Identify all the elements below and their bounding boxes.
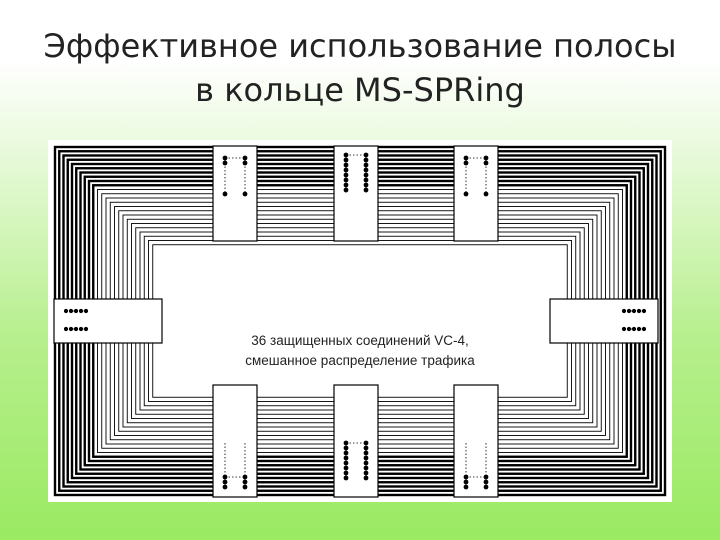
- node-port: [363, 177, 369, 183]
- node-box: [453, 384, 499, 498]
- node-port: [631, 308, 637, 314]
- node-box: [53, 298, 163, 344]
- node-port: [343, 455, 349, 461]
- node-port: [483, 160, 489, 166]
- node-port: [83, 326, 89, 332]
- node-box: [212, 384, 258, 498]
- node-port: [363, 470, 369, 476]
- node-port: [242, 191, 248, 197]
- node-port: [363, 172, 369, 178]
- node-port: [222, 479, 228, 485]
- node-port: [78, 326, 84, 332]
- node-port: [363, 152, 369, 158]
- node-port: [463, 484, 469, 490]
- node-port: [343, 157, 349, 163]
- ring-line: [139, 231, 581, 411]
- node-port: [83, 308, 89, 314]
- node-port: [343, 465, 349, 471]
- node-port: [363, 455, 369, 461]
- node-port: [343, 187, 349, 193]
- node-port: [222, 191, 228, 197]
- node-box: [549, 298, 659, 344]
- node-port: [626, 326, 632, 332]
- caption-line-2: смешанное распределение трафика: [245, 353, 475, 368]
- node-port: [621, 326, 627, 332]
- caption-line-1: 36 защищенных соединений VC-4,: [251, 333, 469, 348]
- ring-line: [152, 244, 568, 398]
- node-port: [363, 460, 369, 466]
- ring-line: [143, 235, 577, 407]
- node-port: [641, 308, 647, 314]
- node-port: [363, 187, 369, 193]
- node-port: [63, 326, 69, 332]
- node-port: [483, 479, 489, 485]
- title-line-2: в кольце MS-SPRing: [195, 71, 525, 109]
- node-port: [483, 191, 489, 197]
- node-box: [212, 145, 258, 242]
- node-port: [363, 157, 369, 163]
- slide-title: Эффективное использование полосы в кольц…: [0, 24, 720, 112]
- node-port: [621, 308, 627, 314]
- node-port: [343, 182, 349, 188]
- node-port: [363, 440, 369, 446]
- node-box: [333, 384, 379, 498]
- node-port: [343, 445, 349, 451]
- node-port: [78, 308, 84, 314]
- node-port: [363, 182, 369, 188]
- node-port: [343, 162, 349, 168]
- node-port: [242, 155, 248, 161]
- node-port: [343, 172, 349, 178]
- node-port: [68, 308, 74, 314]
- node-port: [463, 160, 469, 166]
- node-port: [363, 450, 369, 456]
- node-port: [63, 308, 69, 314]
- node-port: [222, 160, 228, 166]
- node-port: [631, 326, 637, 332]
- ring-diagram-canvas: [53, 145, 667, 498]
- node-port: [363, 475, 369, 481]
- node-port: [343, 167, 349, 173]
- node-port: [463, 191, 469, 197]
- node-port: [343, 470, 349, 476]
- node-port: [483, 474, 489, 480]
- node-port: [73, 308, 79, 314]
- node-port: [222, 484, 228, 490]
- node-box: [453, 145, 499, 242]
- node-port: [242, 479, 248, 485]
- node-port: [483, 155, 489, 161]
- node-port: [363, 465, 369, 471]
- ring-diagram: 36 защищенных соединений VC-4, смешанное…: [48, 140, 672, 502]
- node-port: [242, 484, 248, 490]
- node-port: [343, 177, 349, 183]
- diagram-caption: 36 защищенных соединений VC-4, смешанное…: [220, 331, 500, 371]
- node-port: [343, 450, 349, 456]
- node-port: [363, 445, 369, 451]
- node-port: [363, 162, 369, 168]
- node-port: [343, 460, 349, 466]
- node-port: [363, 167, 369, 173]
- node-port: [242, 160, 248, 166]
- node-box: [333, 145, 379, 242]
- node-port: [68, 326, 74, 332]
- node-port: [242, 474, 248, 480]
- node-port: [343, 475, 349, 481]
- node-port: [626, 308, 632, 314]
- ring-line: [148, 240, 572, 402]
- title-line-1: Эффективное использование полосы: [43, 27, 677, 65]
- node-port: [636, 308, 642, 314]
- node-port: [636, 326, 642, 332]
- node-port: [463, 479, 469, 485]
- node-port: [483, 484, 489, 490]
- node-port: [73, 326, 79, 332]
- node-port: [641, 326, 647, 332]
